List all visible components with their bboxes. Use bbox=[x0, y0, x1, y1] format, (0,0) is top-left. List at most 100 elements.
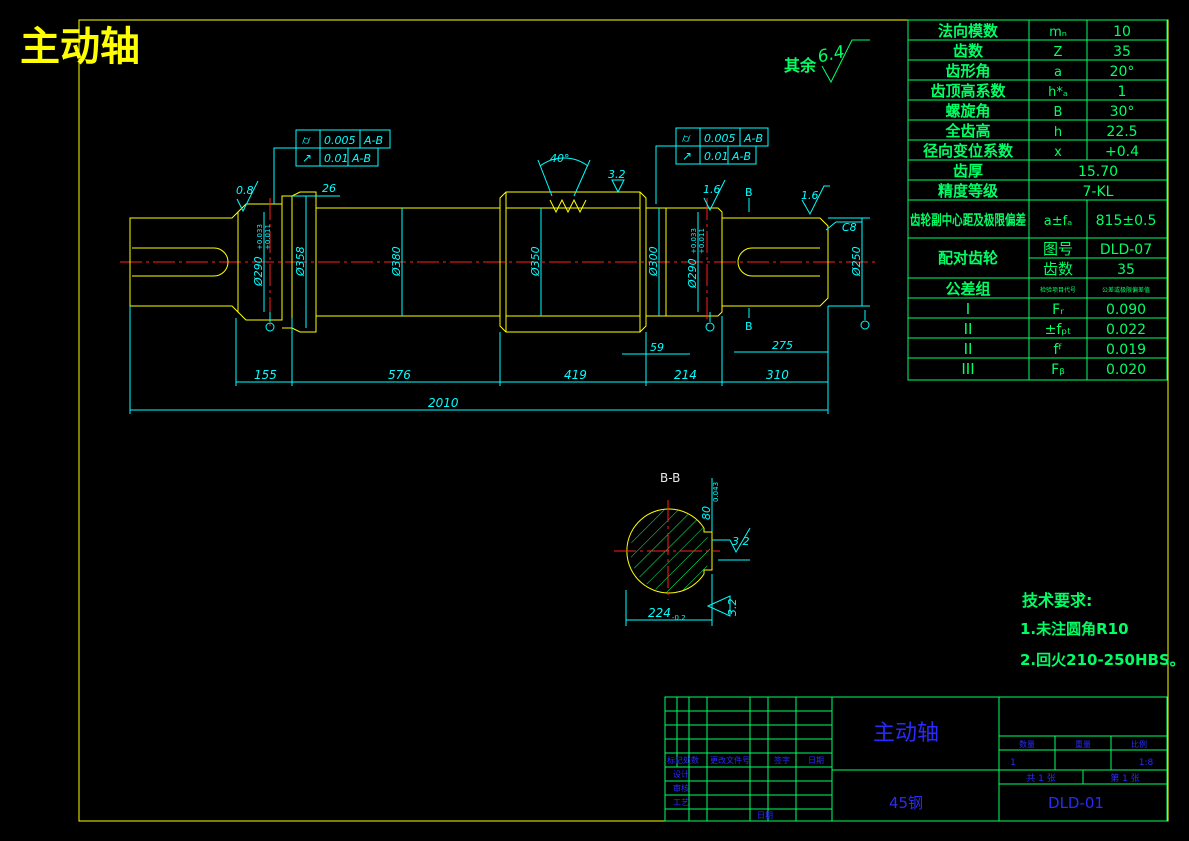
param-val-8: 15.70 bbox=[1078, 164, 1118, 180]
tb-label-5: 日期 bbox=[808, 756, 824, 765]
tb-role-2: 审核 bbox=[673, 783, 689, 793]
param-sym-10: a±fₐ bbox=[1044, 214, 1073, 229]
roughness-other-label: 其余 bbox=[784, 56, 817, 75]
param-name-4: 齿顶高系数 bbox=[930, 82, 1006, 100]
tol-val-4: 0.020 bbox=[1106, 362, 1146, 378]
dim-small-1: 26 bbox=[322, 182, 336, 195]
dim-len-5: 310 bbox=[766, 368, 789, 382]
diameter-dims: Ø290 +0.033 +0.011 Ø358 Ø380 Ø350 Ø300 Ø… bbox=[252, 196, 870, 328]
tb-role-3: 工艺 bbox=[673, 798, 689, 807]
dim-dia-5: Ø300 bbox=[647, 246, 660, 277]
fcf-left-sym-2: ↗ bbox=[302, 151, 312, 165]
dim-dia-4: Ø350 bbox=[529, 246, 542, 277]
dim-small-3: 275 bbox=[772, 339, 793, 352]
fcf-left: ⌭ 0.005 A-B ↗ 0.01 A-B 26 bbox=[273, 129, 391, 204]
tech-requirements: 技术要求: 1.未注圆角R10 2.回火210-250HBS。 bbox=[1020, 591, 1185, 669]
dim-dia-6: Ø290 bbox=[686, 258, 699, 289]
section-mark-top: B bbox=[745, 186, 753, 199]
param-val-3: 20° bbox=[1110, 64, 1135, 80]
param-val-9: 7-KL bbox=[1083, 184, 1114, 200]
tech-item-2: 2.回火210-250HBS。 bbox=[1020, 651, 1185, 669]
param-sym-2: Z bbox=[1054, 45, 1063, 60]
param-sym-7: x bbox=[1054, 145, 1062, 160]
tol-val-1: 0.090 bbox=[1106, 302, 1146, 318]
dim-angle: 40° bbox=[550, 152, 570, 165]
param-sym-1: mₙ bbox=[1049, 25, 1067, 40]
dim-len-1: 155 bbox=[254, 368, 277, 382]
param-name-8: 齿厚 bbox=[953, 162, 983, 180]
fcf-right-datum-2: A-B bbox=[731, 150, 751, 163]
dim-len-2: 576 bbox=[388, 368, 411, 382]
tb-scale: 1:8 bbox=[1139, 758, 1154, 768]
fcf-left-tol-2: 0.01 bbox=[324, 152, 349, 165]
rough-1: 0.8 bbox=[236, 184, 254, 197]
tol-group-4: III bbox=[961, 360, 974, 378]
tol-head-sym: 检验项目代号 bbox=[1040, 286, 1076, 294]
param-val-7: +0.4 bbox=[1105, 144, 1139, 160]
tol-group-3: II bbox=[964, 340, 973, 358]
tb-number: DLD-01 bbox=[1048, 794, 1104, 812]
rough-4: 1.6 bbox=[801, 189, 819, 202]
roughness-other-value: 6.4 bbox=[816, 42, 847, 67]
rough-3: 1.6 bbox=[703, 183, 721, 196]
section-width: 224 bbox=[648, 606, 671, 620]
tech-item-1: 1.未注圆角R10 bbox=[1020, 620, 1129, 638]
param-sym-3: a bbox=[1054, 65, 1062, 80]
param-sym-5: B bbox=[1054, 105, 1063, 120]
dim-dia-1-tol-l: +0.011 bbox=[264, 224, 272, 250]
roughness-other: 其余 6.4 bbox=[784, 39, 870, 84]
mating-label: 配对齿轮 bbox=[938, 249, 998, 267]
param-val-5: 30° bbox=[1110, 104, 1135, 120]
param-name-9: 精度等级 bbox=[938, 182, 999, 200]
tb-name: 主动轴 bbox=[873, 721, 939, 746]
fcf-right: ⌭ 0.005 A-B ↗ 0.01 A-B bbox=[655, 127, 769, 204]
section-depth-tol: 0.043 bbox=[712, 482, 720, 502]
section-label: B-B bbox=[660, 471, 680, 485]
fcf-right-tol-2: 0.01 bbox=[704, 150, 729, 163]
fcf-left-sym-1: ⌭ bbox=[302, 133, 311, 147]
tb-sheets: 共 1 张 bbox=[1026, 773, 1055, 784]
tb-role-1: 设计 bbox=[673, 769, 689, 779]
tol-val-3: 0.019 bbox=[1106, 342, 1146, 358]
section-depth: 80 bbox=[700, 506, 713, 520]
param-val-4: 1 bbox=[1118, 84, 1127, 100]
dim-dia-3: Ø380 bbox=[390, 246, 403, 277]
tol-group-2: II bbox=[964, 320, 973, 338]
sheet-border bbox=[78, 19, 1169, 822]
param-name-3: 齿形角 bbox=[945, 62, 990, 80]
tol-sym-2: ±fₚₜ bbox=[1045, 322, 1072, 338]
section-rough-2: 3.2 bbox=[726, 599, 739, 617]
length-dims: 155 576 419 214 310 2010 59 275 bbox=[129, 306, 829, 414]
param-val-1: 10 bbox=[1113, 24, 1131, 40]
mating-val-2: 35 bbox=[1117, 262, 1135, 278]
dim-dia-6-tol-h: +0.033 bbox=[690, 228, 698, 254]
param-name-7: 径向变位系数 bbox=[923, 142, 1014, 160]
dim-dia-1-tol-h: +0.033 bbox=[256, 224, 264, 250]
dim-len-3: 419 bbox=[564, 368, 587, 382]
section-mark-bottom: B bbox=[745, 320, 753, 333]
fcf-left-datum-2: A-B bbox=[351, 152, 371, 165]
tb-label-3: 更改文件号 bbox=[710, 755, 750, 765]
dim-len-4: 214 bbox=[674, 368, 697, 382]
tb-head-2: 重量 bbox=[1075, 739, 1091, 749]
tol-val-2: 0.022 bbox=[1106, 322, 1146, 338]
tol-sym-4: Fᵦ bbox=[1051, 362, 1065, 378]
tol-sym-1: Fᵣ bbox=[1052, 302, 1064, 318]
fcf-right-sym-2: ↗ bbox=[682, 149, 692, 163]
parameter-table: 法向模数 mₙ 10 齿数 Z 35 齿形角 a 20° 齿顶高系数 h*ₐ 1… bbox=[907, 19, 1168, 381]
tb-label-2: 处数 bbox=[683, 755, 699, 765]
dim-dia-2: Ø358 bbox=[294, 246, 307, 277]
tb-label-1: 标记 bbox=[667, 755, 683, 765]
mating-sym-1: 图号 bbox=[1043, 240, 1073, 258]
tb-qty: 1 bbox=[1010, 758, 1016, 768]
fcf-left-datum-1: A-B bbox=[363, 134, 383, 147]
dim-dia-6-tol-l: +0.011 bbox=[698, 228, 706, 254]
tb-head-1: 数量 bbox=[1019, 739, 1035, 749]
dim-dia-7: Ø250 bbox=[850, 246, 863, 277]
param-name-2: 齿数 bbox=[953, 42, 984, 60]
tb-material: 45钢 bbox=[889, 794, 923, 812]
drawing-title: 主动轴 bbox=[20, 24, 140, 70]
shaft-view bbox=[120, 191, 878, 333]
fcf-right-datum-1: A-B bbox=[743, 132, 763, 145]
shaft-roughness: 0.8 3.2 1.6 1.6 40° B B bbox=[236, 152, 870, 333]
